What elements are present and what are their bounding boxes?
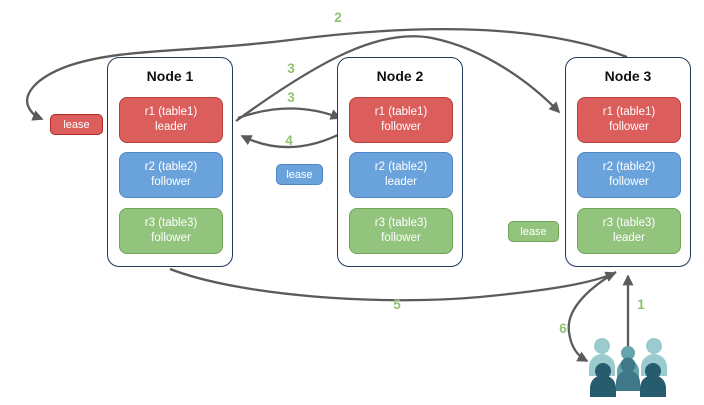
node-1-replica-r3: r3 (table3) follower	[119, 208, 223, 254]
node-1-replica-r2: r2 (table2) follower	[119, 152, 223, 198]
arrow-step-4-ack	[240, 130, 345, 149]
replica-role: leader	[155, 121, 187, 133]
node-2-replica-r3: r3 (table3) follower	[349, 208, 453, 254]
replica-name: r1 (table1)	[144, 106, 198, 119]
arrow-step-5-response	[169, 267, 617, 302]
lease-badge-table1: lease	[50, 114, 103, 135]
step-label-1: 1	[637, 297, 645, 312]
node-3-title: Node 3	[604, 68, 652, 84]
replica-name: r2 (table2)	[374, 161, 428, 174]
replica-name: r2 (table2)	[144, 161, 198, 174]
replica-name: r3 (table3)	[144, 217, 198, 230]
replica-name: r3 (table3)	[374, 217, 428, 230]
node-3-replica-r1: r1 (table1) follower	[577, 97, 681, 143]
lease-badge-table3: lease	[508, 221, 559, 242]
replica-name: r2 (table2)	[602, 161, 656, 174]
arrow-step-3-to-node3	[235, 35, 561, 122]
replica-role: follower	[151, 232, 191, 244]
replica-name: r1 (table1)	[602, 106, 656, 119]
node-3-replica-r2: r2 (table2) follower	[577, 152, 681, 198]
replica-name: r3 (table3)	[602, 217, 656, 230]
step-label-3a: 3	[287, 61, 295, 76]
node-2-replica-r2: r2 (table2) leader	[349, 152, 453, 198]
node-1-title: Node 1	[146, 68, 194, 84]
replica-name: r1 (table1)	[374, 106, 428, 119]
replica-role: follower	[609, 121, 649, 133]
replica-role: follower	[151, 176, 191, 188]
node-2-replica-r1: r1 (table1) follower	[349, 97, 453, 143]
step-label-5: 5	[393, 297, 401, 312]
lease-badge-table2: lease	[276, 164, 323, 185]
step-label-2: 2	[334, 10, 342, 25]
arrow-step-3-to-node2	[237, 107, 342, 120]
node-1-replica-r1: r1 (table1) leader	[119, 97, 223, 143]
node-3-replica-r3: r3 (table3) leader	[577, 208, 681, 254]
step-label-3b: 3	[287, 90, 295, 105]
arrow-step-6-to-users	[567, 271, 617, 363]
node-1-container: Node 1 r1 (table1) leader r2 (table2) fo…	[107, 57, 233, 267]
replica-role: follower	[609, 176, 649, 188]
replica-role: leader	[613, 232, 645, 244]
step-label-4: 4	[285, 133, 293, 148]
step-label-6: 6	[559, 321, 567, 336]
users-group-icon	[589, 338, 667, 397]
node-2-container: Node 2 r1 (table1) follower r2 (table2) …	[337, 57, 463, 267]
replica-role: follower	[381, 121, 421, 133]
node-2-title: Node 2	[376, 68, 424, 84]
node-3-container: Node 3 r1 (table1) follower r2 (table2) …	[565, 57, 691, 267]
replica-role: follower	[381, 232, 421, 244]
replica-role: leader	[385, 176, 417, 188]
arrow-step-2	[26, 28, 628, 121]
